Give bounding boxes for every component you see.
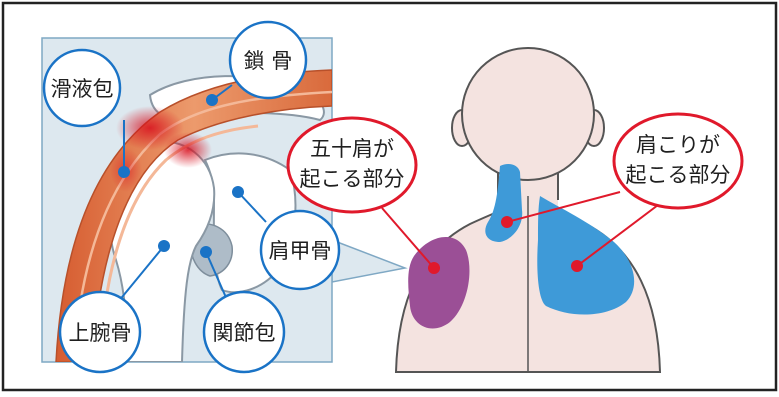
callout-capsule: 関節包 (202, 290, 286, 374)
label-frozen-shoulder-line2: 起こる部分 (300, 167, 405, 191)
label-humerus: 上腕骨 (69, 321, 132, 345)
bursa-inflammation (164, 132, 212, 168)
frozen-dot (428, 262, 440, 274)
frozen-shoulder-area (408, 237, 470, 329)
stiff-dot-shoulder (571, 260, 583, 272)
label-capsule: 関節包 (213, 321, 276, 345)
bursa-inflammation (116, 106, 184, 150)
frozen-leader (381, 207, 435, 269)
head (461, 47, 595, 181)
shoulder-anatomy-inset: 滑液包 鎖 骨 肩甲骨 上腕骨 関節包 (41, 20, 341, 374)
label-clavicle: 鎖 骨 (244, 49, 293, 73)
back-view-figure: 五十肩が 起こる部分 肩こりが 起こる部分 (286, 47, 744, 373)
stiff-leader-shoulder (576, 201, 663, 267)
callout-humerus: 上腕骨 (58, 290, 142, 374)
stiff-area-shoulder (537, 196, 635, 315)
callout-clavicle: 鎖 骨 (228, 20, 308, 100)
label-scapula: 肩甲骨 (269, 239, 332, 263)
callout-bursa: 滑液包 (42, 48, 122, 128)
callout-stiff-shoulder: 肩こりが 起こる部分 (612, 112, 744, 210)
label-bursa: 滑液包 (51, 77, 114, 101)
callout-leaders (117, 84, 267, 303)
label-frozen-shoulder-line1: 五十肩が (310, 137, 394, 161)
stiff-leader-neck (506, 191, 621, 223)
callout-scapula: 肩甲骨 (259, 209, 341, 291)
stiff-dot-neck (501, 216, 513, 228)
label-stiff-shoulder-line1: 肩こりが (636, 133, 720, 157)
stiff-area-neck (485, 164, 523, 242)
callout-frozen-shoulder: 五十肩が 起こる部分 (286, 116, 418, 214)
callout-dots (118, 94, 244, 258)
label-stiff-shoulder-line2: 起こる部分 (626, 163, 731, 187)
